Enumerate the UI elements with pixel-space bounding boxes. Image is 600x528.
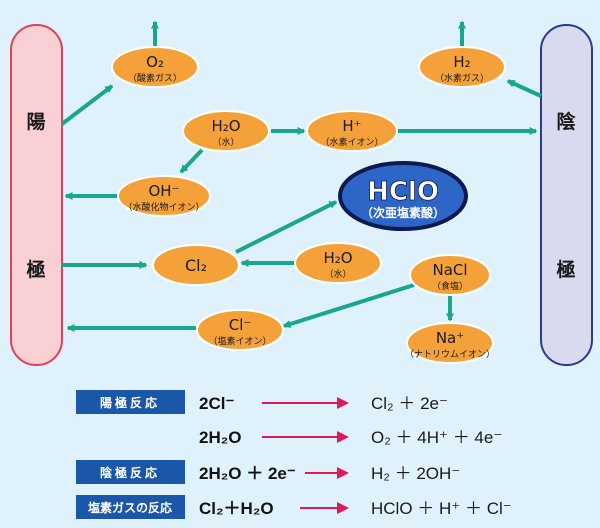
bubble-nacl: NaCl （食塩） [409, 254, 491, 296]
bubble-h2o-mid: H₂O （水） [294, 242, 382, 284]
svg-text:（水酸化物イオン）: （水酸化物イオン） [123, 201, 204, 213]
arrow-nacl-to-clminus [282, 283, 415, 328]
svg-text:Na⁺: Na⁺ [436, 329, 464, 347]
svg-text:H⁺: H⁺ [342, 117, 361, 135]
reaction-row-1: 陽極反応 2Cl⁻ Cl₂ ＋ 2e⁻ [76, 390, 448, 414]
reaction-row-3: 陰極反応 2H₂O ＋ 2e⁻ H₂ ＋ 2OH⁻ [76, 460, 460, 484]
reaction-right: HClO ＋ H⁺ ＋ Cl⁻ [371, 499, 512, 518]
reaction-left: 2Cl⁻ [199, 394, 234, 413]
anode-electrode: 陽 極 [10, 24, 63, 366]
reaction-tag-bg [76, 390, 185, 414]
reaction-right: H₂ ＋ 2OH⁻ [371, 464, 460, 483]
bubble-hplus: H⁺ （水素イオン） [306, 110, 398, 152]
reaction-left: 2H₂O [199, 428, 242, 447]
cathode-electrode: 陰 極 [540, 24, 593, 366]
svg-text:（ナトリウムイオン）: （ナトリウムイオン） [405, 349, 495, 360]
bubble-naplus: Na⁺ （ナトリウムイオン） [405, 322, 495, 364]
svg-text:（水）: （水） [212, 136, 239, 148]
reaction-row-4: 塩素ガスの反応 Cl₂＋H₂O HClO ＋ H⁺ ＋ Cl⁻ [76, 495, 512, 519]
svg-text:（塩素イオン）: （塩素イオン） [208, 335, 271, 347]
svg-text:OH⁻: OH⁻ [148, 182, 179, 200]
bubble-h2: H₂ （水素ガス） [418, 46, 506, 88]
arrow-h2o-to-ohminus [179, 148, 204, 174]
reaction-tag: 塩素ガスの反応 [88, 500, 172, 515]
reaction-row-2: 2H₂O O₂ ＋ 4H⁺ ＋ 4e⁻ [199, 428, 502, 447]
reaction-tag-bg [76, 460, 185, 484]
svg-text:Cl⁻: Cl⁻ [229, 316, 252, 334]
reaction-tag-bg [76, 495, 185, 519]
svg-text:Cl₂: Cl₂ [185, 256, 207, 275]
reaction-left: Cl₂＋H₂O [199, 499, 274, 518]
hclo-bubble: HClO （次亜塩素酸） [338, 161, 468, 231]
svg-text:H₂O: H₂O [323, 249, 352, 267]
hclo-sub: （次亜塩素酸） [361, 205, 445, 220]
reaction-list: 陽極反応 2Cl⁻ Cl₂ ＋ 2e⁻ 2H₂O O₂ ＋ 4H⁺ ＋ 4e⁻ … [76, 390, 512, 519]
arrow-cathode-to-h2 [506, 79, 542, 98]
svg-text:O₂: O₂ [146, 53, 164, 71]
svg-text:（食塩）: （食塩） [432, 280, 468, 292]
svg-text:（水）: （水） [324, 268, 351, 280]
reaction-tag: 陽極反応 [100, 395, 160, 410]
anode-char-1: 陽 [26, 111, 45, 133]
bubble-ohminus: OH⁻ （水酸化物イオン） [117, 175, 211, 217]
reaction-left: 2H₂O ＋ 2e⁻ [199, 464, 296, 483]
bubble-cl2: Cl₂ [152, 244, 240, 286]
reaction-arrows [60, 20, 542, 332]
svg-text:H₂O: H₂O [211, 117, 240, 135]
svg-text:（水素ガス）: （水素ガス） [435, 72, 489, 84]
arrow-anode-to-o2 [60, 84, 114, 126]
svg-text:（酸素ガス）: （酸素ガス） [128, 72, 182, 84]
cathode-char-1: 陰 [556, 110, 576, 133]
svg-text:（水素イオン）: （水素イオン） [320, 136, 383, 148]
svg-text:NaCl: NaCl [432, 261, 467, 279]
hclo-formula: HClO [367, 177, 439, 207]
bubble-h2o-top: H₂O （水） [182, 110, 270, 152]
svg-text:H₂: H₂ [453, 53, 470, 71]
anode-char-2: 極 [26, 258, 45, 281]
bubble-clminus: Cl⁻ （塩素イオン） [196, 309, 284, 351]
reaction-tag: 陰極反応 [100, 465, 160, 480]
arrow-cl2-to-hclo [235, 200, 338, 254]
bubble-o2: O₂ （酸素ガス） [111, 46, 199, 88]
cathode-char-2: 極 [556, 258, 575, 281]
reaction-right: O₂ ＋ 4H⁺ ＋ 4e⁻ [371, 428, 502, 447]
reaction-right: Cl₂ ＋ 2e⁻ [371, 394, 448, 413]
